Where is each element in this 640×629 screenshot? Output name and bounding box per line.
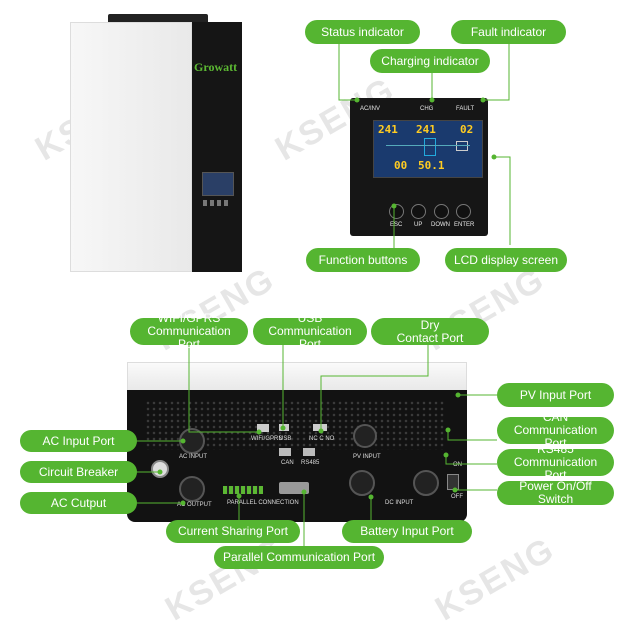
fault-indicator-label: Fault indicator — [451, 20, 566, 44]
can-port-label: CAN Communication Port — [497, 411, 614, 450]
rs485-mark: RS485 — [301, 460, 320, 466]
wifi-gprs-port-label: WIFI/GPRS Communication Port — [130, 312, 248, 351]
battery-input-port-label: Battery Input Port — [342, 520, 472, 543]
parallel-port-shape — [279, 482, 309, 494]
lcd-value-left: 241 — [378, 123, 398, 136]
parallel-comm-port-label: Parallel Communication Port — [214, 546, 384, 569]
ac-input-mark: AC INPUT — [179, 454, 208, 460]
wifi-port-shape — [257, 424, 269, 432]
pv-input-terminal — [353, 424, 377, 448]
lcd-display-label: LCD display screen — [445, 248, 567, 272]
fault-mark: FAULT — [456, 106, 475, 112]
esc-mark: ESC — [390, 222, 403, 228]
brand-logo: Growatt — [194, 60, 238, 74]
status-indicator-label: Status indicator — [305, 20, 420, 44]
ac-output-label: AC Cutput — [20, 492, 137, 514]
charging-indicator-label: Charging indicator — [370, 49, 490, 73]
inverter-front: Growatt — [70, 14, 242, 272]
control-panel: AC/INV CHG FAULT 241 241 02 00 50.1 ESC … — [350, 98, 488, 236]
can-port-shape — [279, 448, 291, 456]
dc-input-terminal-2 — [413, 470, 439, 496]
dry-contact-port-label: Dry Contact Port — [371, 318, 489, 345]
wifi-mark: WIFI/GPRS — [251, 436, 283, 442]
up-mark: UP — [414, 222, 423, 228]
enter-mark: ENTER — [454, 222, 475, 228]
power-switch-label: Power On/Off Switch — [497, 480, 614, 506]
up-button[interactable] — [411, 204, 426, 219]
dc-input-terminal-1 — [349, 470, 375, 496]
down-mark: DOWN — [431, 222, 450, 228]
lcd-screen: 241 241 02 00 50.1 — [373, 120, 483, 178]
off-mark: OFF — [451, 494, 463, 500]
nc-c-no-mark: NC C NO — [309, 436, 335, 442]
rs485-port-label: RS485 Communication Port — [497, 443, 614, 482]
down-button[interactable] — [434, 204, 449, 219]
pv-input-port-label: PV Input Port — [497, 383, 614, 407]
current-sharing-port-label: Current Sharing Port — [166, 520, 300, 543]
circuit-breaker-label: Circuit Breaker — [20, 461, 137, 483]
home-icon — [456, 141, 468, 151]
enter-button[interactable] — [456, 204, 471, 219]
mini-buttons — [203, 200, 231, 206]
dc-input-mark: DC INPUT — [385, 500, 414, 506]
lcd-value-bottom-center: 50.1 — [418, 159, 445, 172]
battery-icon — [424, 138, 436, 156]
dry-contact-shape — [313, 424, 327, 431]
chg-mark: CHG — [420, 106, 434, 112]
flow-line — [386, 145, 470, 146]
lcd-value-bottom-left: 00 — [394, 159, 408, 172]
pv-input-mark: PV INPUT — [353, 454, 381, 460]
current-sharing-shape — [223, 486, 263, 494]
inverter-black-panel — [192, 22, 242, 272]
lcd-value-center: 241 — [416, 123, 436, 136]
bottom-white-body — [127, 362, 467, 392]
on-mark: ON — [453, 462, 462, 468]
breaker-shape — [151, 460, 169, 478]
can-mark: CAN — [281, 460, 294, 466]
inverter-top-bracket — [108, 14, 208, 24]
usb-port-label: USB Communication Port — [253, 312, 367, 351]
usb-mark: USB — [279, 436, 292, 442]
inverter-bottom: AC INPUT WIFI/GPRS USB NC C NO PV INPUT … — [127, 362, 467, 522]
ac-input-port-label: AC Input Port — [20, 430, 137, 452]
mini-lcd — [202, 172, 234, 196]
inverter-white-body — [70, 22, 192, 272]
ac-inv-mark: AC/INV — [360, 106, 381, 112]
function-buttons-label: Function buttons — [306, 248, 420, 272]
lcd-value-right: 02 — [460, 123, 474, 136]
rs485-port-shape — [303, 448, 315, 456]
ac-output-mark: AC OUTPUT — [177, 502, 212, 508]
parallel-mark: PARALLEL CONNECTION — [227, 500, 299, 506]
ac-output-terminal — [179, 476, 205, 502]
